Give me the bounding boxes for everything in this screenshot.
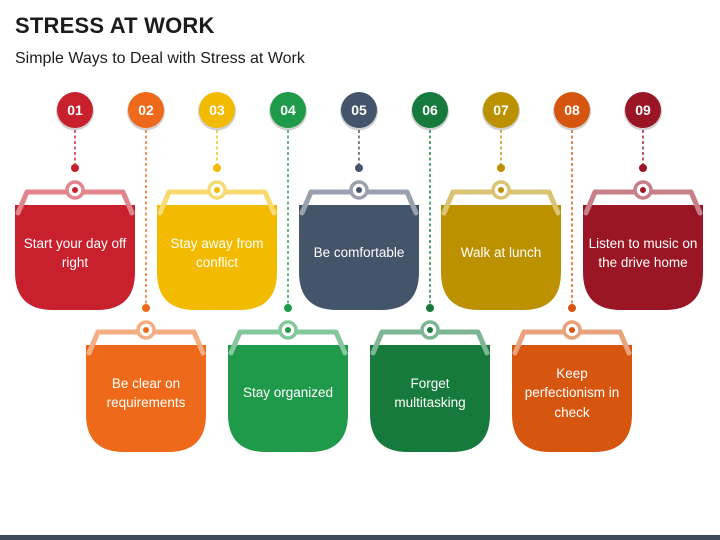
number-circle [128,92,164,128]
step-text: Keep perfectionism in check [524,365,620,420]
connector-dot [568,304,576,312]
step-text: Forget multitasking [394,375,466,411]
hanger-dot [285,327,291,333]
number-circle [199,92,235,128]
number-circle [341,92,377,128]
step-number: 07 [493,102,509,118]
number-circle [412,92,448,128]
step-card [583,205,703,310]
connector-dot [284,304,292,312]
step-card [15,205,135,310]
step-text: Start your day off right [23,235,127,271]
number-circle [625,92,661,128]
connector-dot [497,164,505,172]
bottom-bar [0,535,720,540]
step-number: 02 [138,102,154,118]
step-text: Be comfortable [313,245,405,261]
connector-dot [426,304,434,312]
hanger-dot [427,327,433,333]
connector-dot [213,164,221,172]
connector-dot [71,164,79,172]
number-circle [57,92,93,128]
step-number: 06 [422,102,438,118]
step-text: Listen to music on the drive home [588,235,698,271]
step-card [157,205,277,310]
step-text: Stay away from conflict [170,235,264,271]
connector-dot [355,164,363,172]
step-text: Be clear on requirements [106,375,186,411]
number-circle [554,92,590,128]
hanger-dot [640,187,646,193]
step-number: 04 [280,102,296,118]
step-number: 05 [351,102,367,118]
step-number: 01 [67,102,83,118]
step-card [512,345,632,452]
step-text: Stay organized [242,385,334,401]
step-card [86,345,206,452]
step-number: 08 [564,102,580,118]
step-card [441,205,561,310]
step-card [299,205,419,310]
hanger-dot [143,327,149,333]
step-card [228,345,348,452]
hanger-dot [569,327,575,333]
hanger-dot [498,187,504,193]
step-card [370,345,490,452]
number-circle [270,92,306,128]
connector-dot [639,164,647,172]
step-number: 09 [635,102,651,118]
hanger-dot [356,187,362,193]
step-text: Walk at lunch [460,245,542,261]
number-circle [483,92,519,128]
page-subtitle: Simple Ways to Deal with Stress at Work [15,50,305,67]
hanger-dot [214,187,220,193]
connector-dot [142,304,150,312]
page-title: STRESS AT WORK [15,13,215,38]
step-number: 03 [209,102,225,118]
hanger-dot [72,187,78,193]
